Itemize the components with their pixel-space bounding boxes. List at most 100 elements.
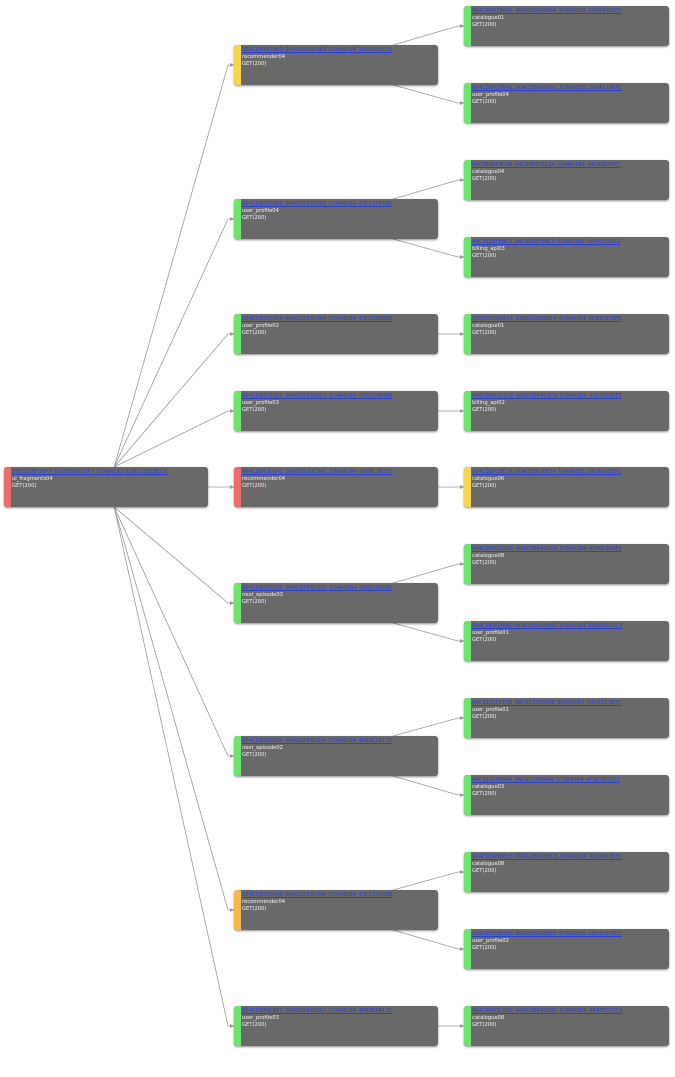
- trace-node[interactable]: 904CDE43869A_904CDE43869A_57A841B5_342A3…: [464, 6, 669, 46]
- trace-node[interactable]: 904CDE43C867_904CDE43C867_57A841B4_4689E…: [234, 1006, 438, 1046]
- edge-m1-l1: [393, 24, 464, 46]
- trace-node[interactable]: 904CDE43A660_904CDE43A660_57A841B4_9A580…: [464, 621, 669, 661]
- node-service-name: user_profile04: [472, 92, 509, 99]
- node-id-link[interactable]: 9AC9589F9C5A_9AC9589F9C5A_57A841B4_342A5…: [472, 162, 621, 168]
- node-id-link[interactable]: 9AC9121FA0A6_9AC9121FA0A6_57A841B4_4F9C3…: [472, 777, 620, 783]
- node-service-name: catalogue01: [472, 323, 505, 330]
- node-id-link[interactable]: 904CDE43C80C_904CDE43C80C_57A841B4_9A4FF…: [472, 1008, 623, 1014]
- node-service-name: recommender04: [242, 899, 286, 906]
- node-id-link[interactable]: 904CDE43C869_904CDE43C869_57A841B4_43CC5…: [242, 201, 392, 207]
- trace-node[interactable]: 904CDE43C869_904CDE43C869_57A841B4_43CC5…: [234, 199, 438, 239]
- edge-root-m8: [113, 506, 234, 912]
- node-id-link[interactable]: 904CDE43C3C9_904CDE43C3C9_57A841B3_4167F…: [472, 393, 622, 399]
- node-service-name: user_profile01: [472, 707, 509, 714]
- status-color-bar: [464, 621, 471, 661]
- node-status: GET(200): [472, 330, 497, 337]
- node-service-name: billing_api02: [472, 400, 505, 407]
- trace-node[interactable]: 904CDE435BC1_904CDE435BC1_57A841B3_43CC0…: [234, 391, 438, 431]
- status-color-bar: [464, 237, 471, 277]
- edge-root-m3: [113, 332, 234, 468]
- status-color-bar: [234, 1006, 241, 1046]
- node-status: GET(200): [472, 560, 497, 567]
- trace-node[interactable]: 904CDE4386AC_904CDE4386AC_57A841B5_342A3…: [464, 83, 669, 123]
- node-status: GET(200): [472, 868, 497, 875]
- node-status: GET(200): [242, 215, 267, 222]
- node-id-link[interactable]: D58502ED9614_D58502ED9614_57A841B4_8F90C…: [472, 316, 622, 322]
- edge-root-m7: [113, 506, 234, 758]
- node-status: GET(200): [242, 599, 267, 606]
- edge-m8-l13: [393, 929, 464, 951]
- node-id-link[interactable]: 904CDE43C867_904CDE43C867_57A841B4_4689E…: [242, 1008, 392, 1014]
- node-status: GET(200): [242, 61, 267, 68]
- node-id-link[interactable]: 904CDE43C940_904CDE43C940_57A841B4_43CC7…: [242, 892, 393, 898]
- node-status: GET(200): [472, 945, 497, 952]
- node-service-name: catalogue01: [472, 15, 505, 22]
- node-id-link[interactable]: 59E3590FD0F7_59E3590FD0F7_57A841B2_11BCC…: [12, 469, 168, 475]
- trace-node[interactable]: 904CDE43C94C_904CDE43C94C_57A841B4_4689C…: [234, 467, 438, 507]
- trace-node[interactable]: 904CDE43C904_904CDE43C904_57A841B4_43CC0…: [234, 314, 438, 354]
- trace-node[interactable]: 9AC9589F9C5A_9AC9589F9C5A_57A841B4_342A5…: [464, 160, 669, 200]
- node-id-link[interactable]: 904CDE43869A_904CDE43869A_57A841B5_342A3…: [472, 8, 622, 14]
- trace-node[interactable]: 904CDE43C934_904CDE43C934_57A841B4_4689C…: [234, 736, 438, 776]
- trace-node[interactable]: 9AC9558FEBC0_9AC9558FEBC0_57A841B4_9A4FF…: [464, 237, 669, 277]
- node-id-link[interactable]: 904CDE43B8E8_904CDE43B8E8_57A841B5_36635…: [472, 931, 622, 937]
- node-service-name: next_episode02: [242, 745, 283, 752]
- edge-root-m9: [113, 506, 234, 1028]
- node-service-name: catalogue04: [472, 169, 505, 176]
- node-id-link[interactable]: 9AC9558FEBC0_9AC9558FEBC0_57A841B4_9A4FF…: [472, 239, 621, 245]
- node-id-link[interactable]: 904CDE43BEC8_904CDE43BEC8_57A841B5_4E088…: [472, 854, 622, 860]
- status-color-bar: [464, 698, 471, 738]
- trace-node[interactable]: 904CDE43BEC8_904CDE43BEC8_57A841B5_4E088…: [464, 852, 669, 892]
- trace-node[interactable]: 9AC9121FA0A6_9AC9121FA0A6_57A841B4_4F9C3…: [464, 775, 669, 815]
- status-color-bar: [464, 1006, 471, 1046]
- edge-root-m6: [113, 506, 234, 605]
- node-service-name: next_episode03: [242, 592, 283, 599]
- node-service-name: catalogue03: [472, 784, 505, 791]
- trace-node[interactable]: 904CDE43C869_904CDE43C869_57A841B4_39781…: [234, 45, 438, 85]
- node-id-link[interactable]: 904CDE435BC1_904CDE435BC1_57A841B3_43CC0…: [242, 393, 393, 399]
- edge-m2-l4: [393, 238, 464, 259]
- node-id-link[interactable]: 904CDE43C94C_904CDE43C94C_57A841B4_4689C…: [242, 469, 393, 475]
- trace-node[interactable]: 904CDE43BF34_904CDE43BF34_57A841B5_342A3…: [464, 467, 669, 507]
- node-id-link[interactable]: 904CDE43C904_904CDE43C904_57A841B4_43CC0…: [242, 316, 393, 322]
- status-color-bar: [234, 391, 241, 431]
- node-status: GET(200): [242, 752, 267, 759]
- node-status: GET(200): [242, 1022, 267, 1029]
- node-service-name: user_profile04: [242, 208, 279, 215]
- edge-root-m2: [113, 217, 234, 468]
- node-service-name: recommender04: [242, 54, 286, 61]
- node-status: GET(200): [472, 99, 497, 106]
- edge-m6-l8: [393, 562, 464, 584]
- trace-node[interactable]: 904CDE43C80C_904CDE43C80C_57A841B4_9A4FF…: [464, 1006, 669, 1046]
- edge-m6-l9: [393, 622, 464, 643]
- node-status: GET(200): [472, 1022, 497, 1029]
- status-color-bar: [464, 160, 471, 200]
- trace-node[interactable]: 904CDE43C940_904CDE43C940_57A841B4_43CC7…: [234, 890, 438, 930]
- node-id-link[interactable]: 904CDE43BF34_904CDE43BF34_57A841B5_342A3…: [472, 469, 622, 475]
- status-color-bar: [464, 467, 471, 507]
- trace-node[interactable]: 904CDE43B8E8_904CDE43B8E8_57A841B5_36635…: [464, 929, 669, 969]
- trace-node[interactable]: D58502ED9614_D58502ED9614_57A841B4_8F90C…: [464, 314, 669, 354]
- node-service-name: user_profile03: [242, 1015, 279, 1022]
- node-status: GET(200): [242, 330, 267, 337]
- trace-node[interactable]: 904CDE43C3C9_904CDE43C3C9_57A841B3_4167F…: [464, 391, 669, 431]
- trace-node-root[interactable]: 59E3590FD0F7_59E3590FD0F7_57A841B2_11BCC…: [4, 467, 208, 507]
- node-id-link[interactable]: 904CDE43A660_904CDE43A660_57A841B4_9A580…: [472, 623, 623, 629]
- trace-node[interactable]: 9AC9121FDF98_9AC9121FDF98_57A841B4_342A2…: [464, 698, 669, 738]
- status-color-bar: [464, 391, 471, 431]
- node-status: GET(200): [472, 253, 497, 260]
- node-id-link[interactable]: 904CDE43C869_904CDE43C869_57A841B4_39781…: [242, 47, 392, 53]
- node-status: GET(200): [472, 22, 497, 29]
- trace-node[interactable]: 904CDE43C0C6_904CDE43C0C6_57A841B4_8F90C…: [464, 544, 669, 584]
- node-status: GET(200): [472, 483, 497, 490]
- node-id-link[interactable]: 904CDE4386AC_904CDE4386AC_57A841B5_342A3…: [472, 85, 623, 91]
- node-id-link[interactable]: 9AC9121FDF98_9AC9121FDF98_57A841B4_342A2…: [472, 700, 622, 706]
- node-status: GET(200): [242, 906, 267, 913]
- node-id-link[interactable]: 904CDE43C0C6_904CDE43C0C6_57A841B4_8F90C…: [472, 546, 622, 552]
- node-id-link[interactable]: 904CDE43C02C_904CDE43C02C_57A841B4_8E901…: [242, 585, 393, 591]
- node-id-link[interactable]: 904CDE43C934_904CDE43C934_57A841B4_4689C…: [242, 738, 392, 744]
- status-color-bar: [464, 929, 471, 969]
- node-service-name: billing_api03: [472, 246, 505, 253]
- trace-node[interactable]: 904CDE43C02C_904CDE43C02C_57A841B4_8E901…: [234, 583, 438, 623]
